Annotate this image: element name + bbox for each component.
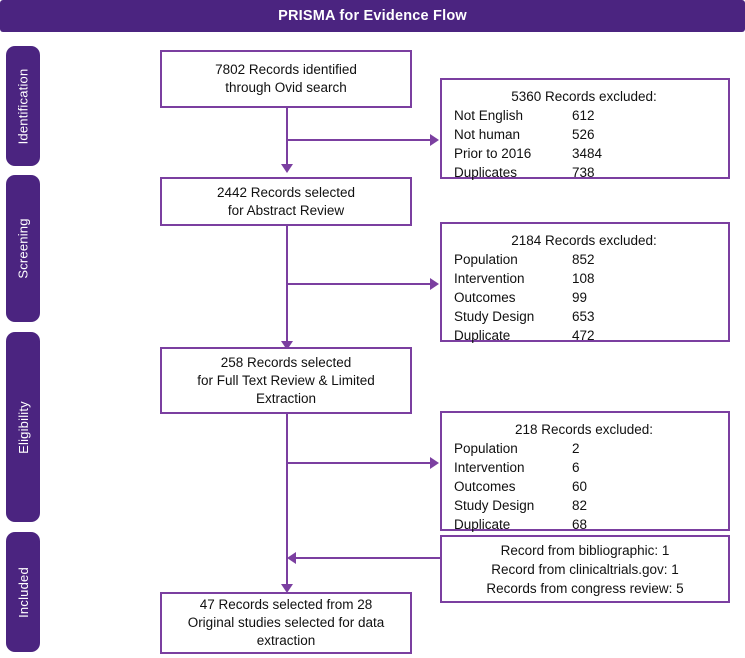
exclusion-reason: Study Design (454, 498, 535, 513)
exclusion-reason: Not English (454, 108, 524, 123)
phase-tab-screening: Screening (6, 175, 40, 322)
abstract-review-line-1: 2442 Records selected (216, 184, 356, 200)
exclusions-3-row-1: Population 2 (454, 439, 714, 458)
box-full-text-review: 258 Records selected for Full Text Revie… (160, 347, 412, 414)
exclusion-reason: Outcomes (454, 479, 516, 494)
additional-sources-line-3: Records from congress review: 5 (486, 580, 684, 596)
box-exclusions-2: 2184 Records excluded: Population 852 In… (440, 222, 730, 345)
arrow-right-to-exclusion-3 (430, 457, 439, 469)
exclusions-1-row-3: Prior to 2016 3484 (454, 144, 714, 163)
additional-sources-line-1: Record from bibliographic: 1 (500, 542, 670, 558)
exclusions-2-row-2: Intervention 108 (454, 269, 714, 288)
exclusion-count: 526 (572, 127, 595, 142)
box-abstract-review: 2442 Records selected for Abstract Revie… (160, 177, 412, 226)
exclusion-count: 108 (572, 271, 595, 286)
phase-tab-identification: Identification (6, 46, 40, 166)
exclusions-2-row-5: Duplicate 472 (454, 326, 714, 345)
box-final-selection: 47 Records selected from 28 Original stu… (160, 592, 412, 654)
box-exclusions-1: 5360 Records excluded: Not English 612 N… (440, 78, 730, 182)
exclusions-3-row-3: Outcomes 60 (454, 477, 714, 496)
exclusions-3-row-2: Intervention 6 (454, 458, 714, 477)
exclusion-count: 3484 (572, 146, 603, 161)
connector-sources-to-main (296, 557, 441, 559)
full-text-review-line-2: for Full Text Review & Limited (197, 372, 375, 388)
phase-label-eligibility: Eligibility (15, 400, 31, 454)
exclusion-reason: Intervention (454, 271, 525, 286)
phase-tab-eligibility: Eligibility (6, 332, 40, 522)
exclusions-3-row-4: Study Design 82 (454, 496, 714, 515)
exclusions-2-row-3: Outcomes 99 (454, 288, 714, 307)
final-selection-line-1: 47 Records selected from 28 (199, 597, 373, 612)
arrow-right-to-exclusion-2 (430, 278, 439, 290)
connector-branch-exclusion-3 (287, 462, 432, 464)
exclusion-reason: Duplicate (454, 328, 511, 343)
exclusion-count: 738 (572, 165, 595, 180)
arrow-down-to-fulltext (281, 341, 293, 350)
exclusion-count: 99 (572, 290, 588, 305)
exclusion-reason: Study Design (454, 309, 535, 324)
connector-branch-exclusion-2 (287, 283, 432, 285)
full-text-review-line-3: Extraction (255, 390, 317, 406)
exclusion-count: 653 (572, 309, 595, 324)
exclusions-2-row-1: Population 852 (454, 250, 714, 269)
exclusions-1-row-2: Not human 526 (454, 125, 714, 144)
exclusions-1-heading: 5360 Records excluded: (511, 89, 657, 104)
connector-identified-to-abstract (286, 108, 288, 166)
exclusion-count: 2 (572, 441, 580, 456)
exclusion-count: 60 (572, 479, 588, 494)
additional-sources-line-2: Record from clinicaltrials.gov: 1 (491, 561, 679, 577)
final-selection-line-2: Original studies selected for data (187, 615, 385, 630)
exclusion-reason: Duplicates (454, 165, 518, 180)
exclusions-2-row-4: Study Design 653 (454, 307, 714, 326)
exclusions-1-row-4: Duplicates 738 (454, 163, 714, 182)
box-exclusions-3: 218 Records excluded: Population 2 Inter… (440, 411, 730, 534)
exclusion-reason: Duplicate (454, 517, 511, 532)
exclusion-count: 68 (572, 517, 588, 532)
exclusion-reason: Population (454, 441, 518, 456)
box-additional-sources: Record from bibliographic: 1 Record from… (440, 535, 730, 603)
exclusions-3-row-5: Duplicate 68 (454, 515, 714, 534)
exclusion-reason: Outcomes (454, 290, 516, 305)
exclusion-count: 82 (572, 498, 588, 513)
exclusions-1-row-1: Not English 612 (454, 106, 714, 125)
exclusions-3-heading: 218 Records excluded: (514, 422, 654, 437)
exclusion-reason: Not human (454, 127, 521, 142)
arrow-right-to-exclusion-1 (430, 134, 439, 146)
diagram-title-bar: PRISMA for Evidence Flow (0, 0, 745, 32)
records-identified-line-1: 7802 Records identified (215, 62, 357, 77)
final-selection-line-3: extraction (256, 633, 316, 648)
exclusion-count: 612 (572, 108, 595, 123)
abstract-review-line-2: for Abstract Review (227, 202, 345, 218)
phase-tab-included: Included (6, 532, 40, 652)
phase-label-identification: Identification (15, 68, 31, 144)
exclusion-reason: Intervention (454, 460, 525, 475)
arrow-down-to-final (281, 584, 293, 593)
exclusion-reason: Prior to 2016 (454, 146, 532, 161)
box-records-identified: 7802 Records identified through Ovid sea… (160, 50, 412, 108)
diagram-title: PRISMA for Evidence Flow (278, 8, 467, 24)
exclusion-count: 6 (572, 460, 580, 475)
phase-label-screening: Screening (15, 218, 31, 279)
exclusion-count: 472 (572, 328, 595, 343)
exclusions-2-heading: 2184 Records excluded: (511, 233, 657, 248)
full-text-review-line-1: 258 Records selected (220, 354, 352, 370)
exclusion-count: 852 (572, 252, 595, 267)
connector-fulltext-to-final (286, 414, 288, 587)
exclusion-reason: Population (454, 252, 518, 267)
records-identified-line-2: through Ovid search (225, 80, 347, 95)
phase-label-included: Included (15, 566, 31, 618)
connector-branch-exclusion-1 (287, 139, 432, 141)
arrow-down-to-abstract (281, 164, 293, 173)
arrow-left-from-sources (287, 552, 296, 564)
